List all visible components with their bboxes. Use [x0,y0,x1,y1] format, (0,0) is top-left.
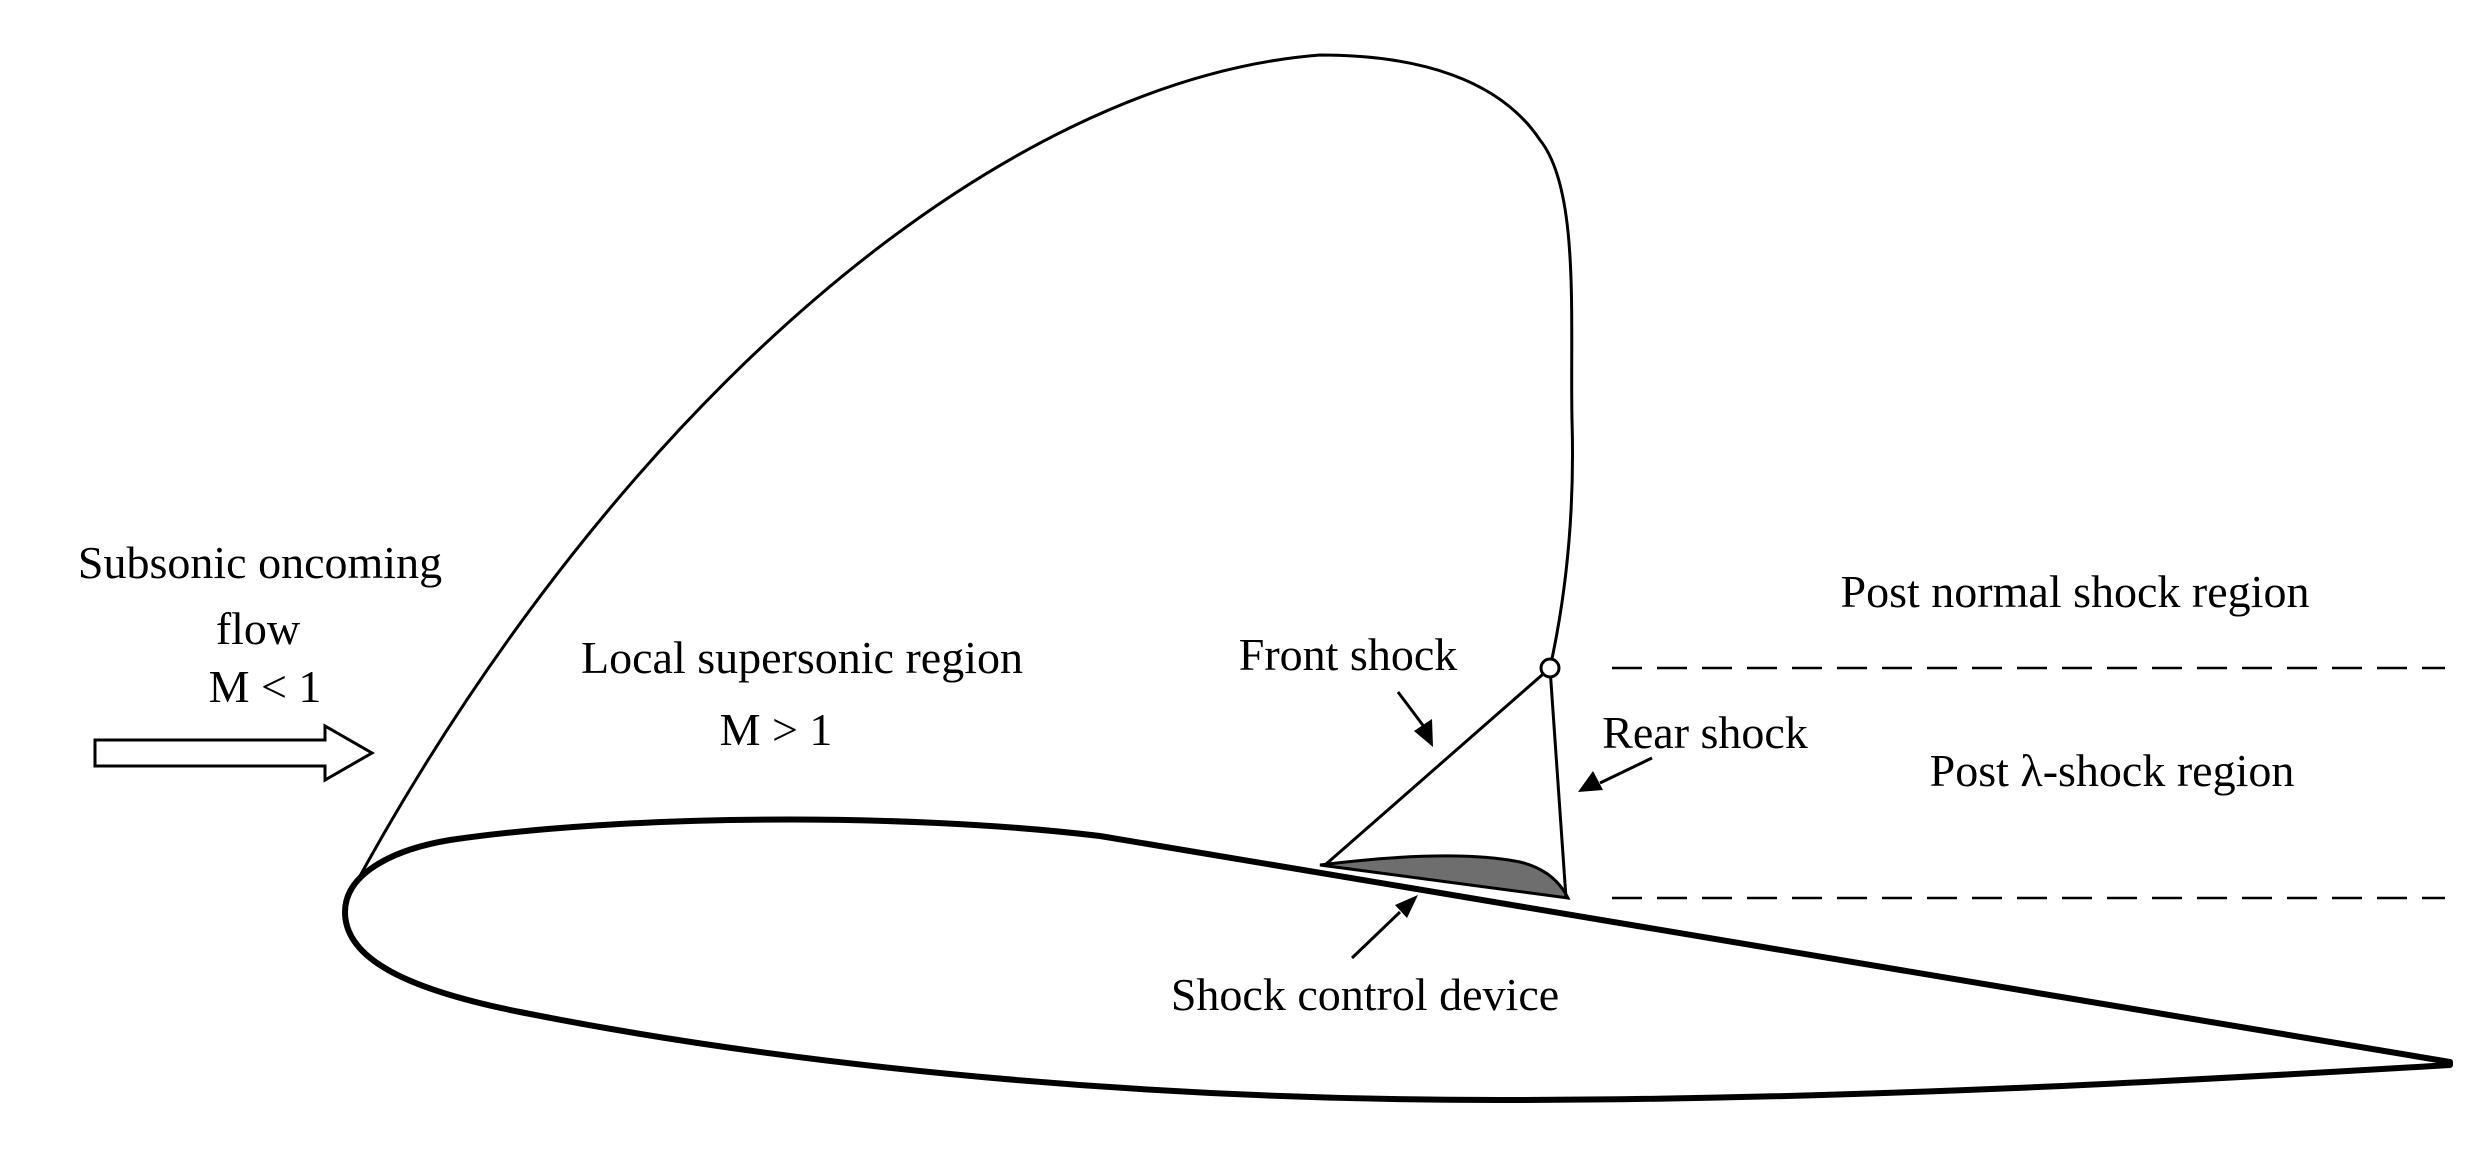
rear-shock-line [1548,667,1568,899]
oncoming-flow-label-line2: flow [216,603,301,654]
shock-control-device-label: Shock control device [1171,969,1559,1020]
oncoming-mach-label: M < 1 [209,661,322,712]
post-lambda-shock-label: Post λ-shock region [1930,745,2295,796]
rear-shock-pointer [1578,756,1653,792]
shock-control-pointer [1350,895,1418,960]
airfoil [342,816,2453,1103]
oncoming-flow-label-line1: Subsonic oncoming [78,537,442,588]
sonic-line [353,53,1575,886]
triple-point [1539,657,1561,679]
supersonic-mach-label: M > 1 [720,704,833,755]
front-shock-line [1324,666,1551,867]
rear-shock-label: Rear shock [1602,707,1808,758]
post-normal-shock-label: Post normal shock region [1841,566,2310,617]
front-shock-pointer [1396,691,1433,747]
shock-control-device [1319,854,1571,900]
oncoming-flow-arrow [93,723,376,783]
supersonic-region-label: Local supersonic region [581,632,1023,683]
front-shock-label: Front shock [1239,629,1458,680]
